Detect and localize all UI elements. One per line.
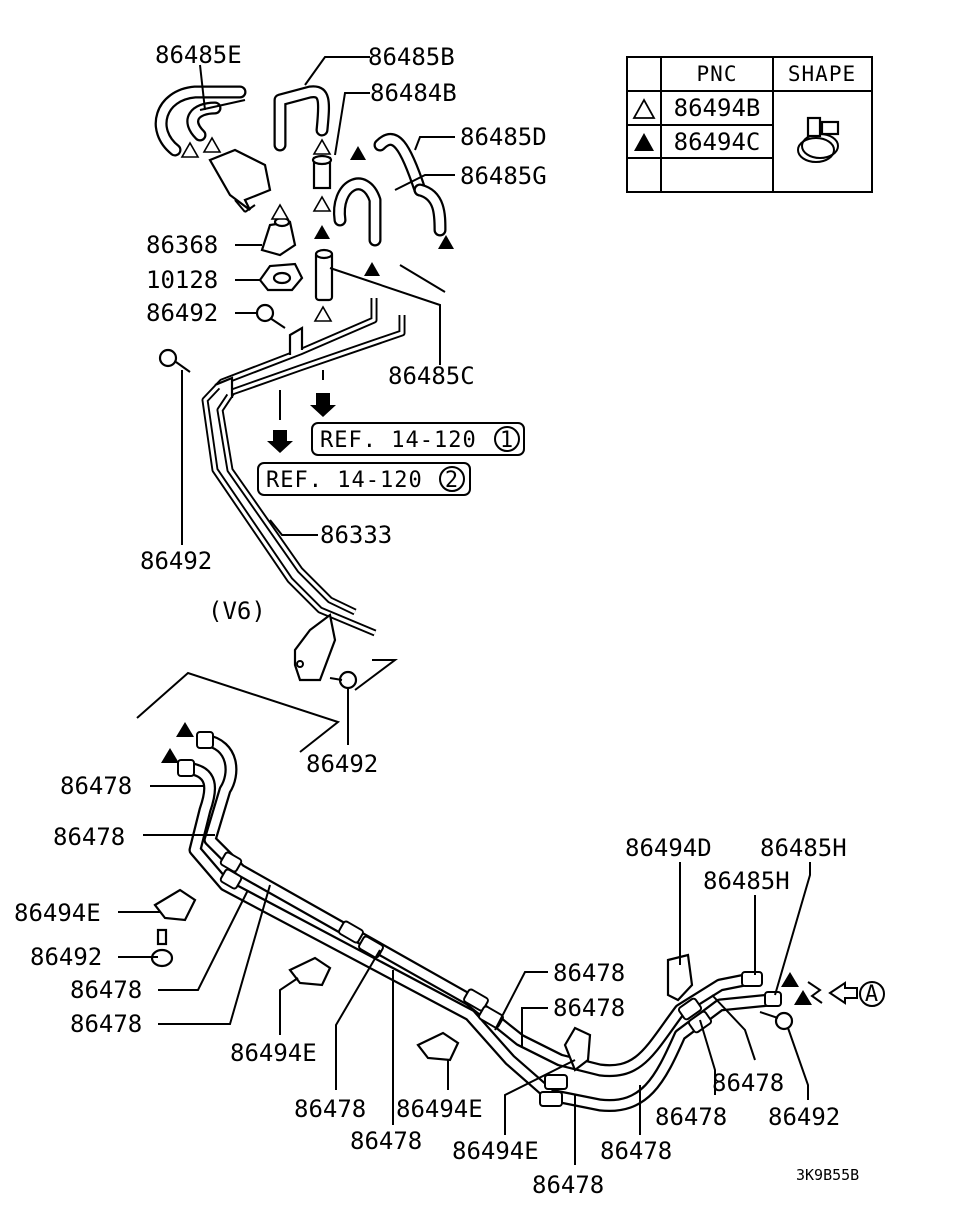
part-label: 86492 xyxy=(768,1103,840,1131)
part-label: 86478 xyxy=(70,1010,142,1038)
part-label: 86368 xyxy=(146,231,218,259)
part-label: 86485G xyxy=(460,162,547,190)
reference-box-1: REF. 14-120 1 xyxy=(311,422,525,456)
part-label: 86485H xyxy=(703,867,790,895)
part-label: 86485C xyxy=(388,362,475,390)
part-label: 86484B xyxy=(370,79,457,107)
filled-triangle-icon xyxy=(314,225,330,239)
filled-triangle-icon xyxy=(176,722,194,737)
reference-box-2: REF. 14-120 2 xyxy=(257,462,471,496)
table-header-shape: SHAPE xyxy=(788,62,856,86)
diagram-code: 3K9B55B xyxy=(796,1166,859,1184)
leader-lines xyxy=(118,56,811,1165)
lower-pipe-assembly xyxy=(150,731,794,1113)
part-label: 86492 xyxy=(30,943,102,971)
part-label: 86333 xyxy=(320,521,392,549)
part-label: 86478 xyxy=(350,1127,422,1155)
reference-arrows xyxy=(267,370,336,453)
part-label: 86478 xyxy=(600,1137,672,1165)
filled-triangle-icon xyxy=(781,972,799,987)
part-label: 86478 xyxy=(655,1103,727,1131)
part-label: 86478 xyxy=(60,772,132,800)
open-triangle-icon xyxy=(312,138,332,155)
part-label: 86494E xyxy=(230,1039,317,1067)
reference-circle-1: 1 xyxy=(500,428,514,453)
part-label: 86494E xyxy=(14,899,101,927)
variant-note: (V6) xyxy=(208,597,266,625)
part-label: 86494E xyxy=(452,1137,539,1165)
part-label: 86492 xyxy=(140,547,212,575)
table-pnc-filled: 86494C xyxy=(674,128,761,156)
pnc-shape-table: PNC SHAPE 86494B 86494C xyxy=(626,56,873,193)
open-triangle-icon xyxy=(313,305,333,322)
connection-outline xyxy=(136,671,341,753)
part-label: 86485D xyxy=(460,123,547,151)
view-arrow-icon xyxy=(828,981,858,1005)
part-label: 86494D xyxy=(625,834,712,862)
part-label: 86478 xyxy=(294,1095,366,1123)
filled-triangle-icon xyxy=(634,133,654,151)
v6-pipe-86333 xyxy=(158,298,406,690)
hose-clamp-icon xyxy=(797,116,840,163)
reference-text-1: REF. 14-120 xyxy=(320,428,477,453)
open-triangle-icon xyxy=(312,195,332,212)
open-triangle-icon xyxy=(632,98,656,119)
part-label: 86478 xyxy=(532,1171,604,1199)
upper-triangle-markers xyxy=(180,136,454,322)
filled-triangle-icon xyxy=(350,146,366,160)
open-triangle-icon xyxy=(180,141,200,158)
part-label: 86478 xyxy=(712,1069,784,1097)
part-label: 86492 xyxy=(306,750,378,778)
filled-triangle-icon xyxy=(364,262,380,276)
filled-triangle-icon xyxy=(794,990,812,1005)
part-label: 86478 xyxy=(53,823,125,851)
table-pnc-open: 86494B xyxy=(674,94,761,122)
filled-triangle-icon xyxy=(161,748,179,763)
part-label: 86485E xyxy=(155,41,242,69)
view-marker: A xyxy=(865,982,879,1007)
part-label: 86485H xyxy=(760,834,847,862)
part-label: 86478 xyxy=(70,976,142,1004)
arrow-down-icon xyxy=(310,393,336,417)
open-triangle-icon xyxy=(270,203,290,220)
table-header-pnc: PNC xyxy=(697,62,738,86)
reference-circle-2: 2 xyxy=(445,468,459,493)
part-label: 86492 xyxy=(146,299,218,327)
part-label: 86485B xyxy=(368,43,455,71)
arrow-down-icon xyxy=(267,430,293,453)
reference-text-2: REF. 14-120 xyxy=(266,468,423,493)
part-label: 10128 xyxy=(146,266,218,294)
lower-markers: A xyxy=(161,722,885,1007)
part-label: 86494E xyxy=(396,1095,483,1123)
part-label: 86478 xyxy=(553,959,625,987)
filled-triangle-icon xyxy=(438,235,454,249)
part-label: 86478 xyxy=(553,994,625,1022)
open-triangle-icon xyxy=(202,136,222,153)
part-labels: 86485E 86485B 86484B 86485D 86485G 86368… xyxy=(14,41,847,1199)
